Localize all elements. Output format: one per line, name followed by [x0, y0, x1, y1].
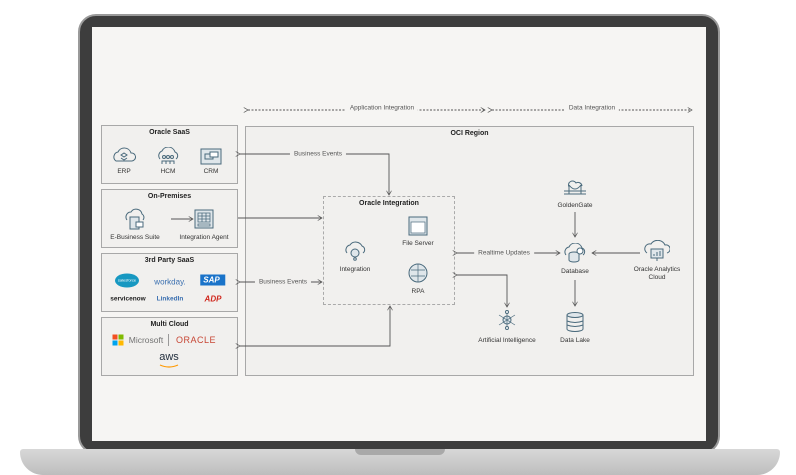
ebs-building-icon [125, 208, 145, 230]
rpa-label: RPA [411, 288, 425, 295]
database-icon [564, 243, 586, 263]
file-server-label: File Server [402, 240, 434, 247]
rpa-brain-icon [408, 263, 428, 283]
goldengate-bridge-icon [564, 180, 586, 195]
logo-divider [168, 334, 169, 346]
edge-oracle-saas [240, 154, 389, 195]
data-lake-icon [566, 312, 584, 332]
data-lake-label: Data Lake [560, 337, 590, 344]
integration-icon [345, 241, 366, 261]
ai-label: Artificial Intelligence [478, 337, 536, 344]
analytics-cloud-icon [644, 240, 670, 261]
oci-region-title: OCI Region [450, 130, 489, 137]
salesforce-logo [115, 273, 139, 288]
business-events-label: Business Events [254, 278, 312, 286]
oracle-logo: ORACLE [175, 335, 217, 345]
multi-cloud-box [101, 317, 238, 376]
sap-logo: SAP [200, 274, 226, 286]
oracle-integration-box [323, 196, 455, 305]
servicenow-logo: servicenow [110, 295, 146, 303]
edge-multi-cloud [240, 306, 390, 346]
realtime-updates-label: Realtime Updates [474, 249, 534, 257]
on-premises-title: On-Premises [147, 193, 192, 200]
adp-logo: ADP [204, 294, 222, 304]
goldengate-label: GoldenGate [557, 202, 593, 209]
aws-logo: aws [159, 351, 179, 363]
erp-cloud-icon [113, 147, 136, 162]
oracle-integration-title: Oracle Integration [359, 200, 419, 207]
workday-logo: workday. [154, 277, 186, 287]
erp-label: ERP [117, 168, 131, 175]
salesforce-logo-text: salesforce [117, 277, 137, 283]
integration-label: Integration [339, 266, 371, 273]
database-label: Database [561, 268, 589, 275]
hcm-people-icon [158, 147, 179, 164]
linkedin-logo: LinkedIn [156, 295, 184, 303]
crm-icon [200, 148, 222, 165]
crm-label: CRM [203, 168, 219, 175]
edge-ai [457, 275, 507, 307]
integration-agent-icon [194, 209, 214, 229]
microsoft-logo: Microsoft [128, 335, 164, 345]
third-party-title: 3rd Party SaaS [144, 257, 195, 264]
file-server-icon [408, 216, 428, 236]
ai-network-icon [498, 310, 516, 330]
laptop-notch [355, 449, 445, 455]
multi-cloud-title: Multi Cloud [150, 321, 189, 328]
hcm-label: HCM [160, 168, 176, 175]
analytics-cloud-label: Oracle Analytics Cloud [633, 266, 681, 281]
ebs-label: E-Business Suite [110, 234, 160, 241]
oracle-saas-title: Oracle SaaS [149, 129, 190, 136]
app-integration-label: Application Integration [345, 104, 419, 112]
aws-smile-icon [159, 364, 179, 368]
data-integration-label: Data Integration [564, 104, 620, 112]
microsoft-logo-icon [112, 334, 124, 346]
on-premises-box [101, 189, 238, 248]
business-events-label: Business Events [289, 150, 347, 158]
integration-agent-label: Integration Agent [179, 234, 229, 241]
